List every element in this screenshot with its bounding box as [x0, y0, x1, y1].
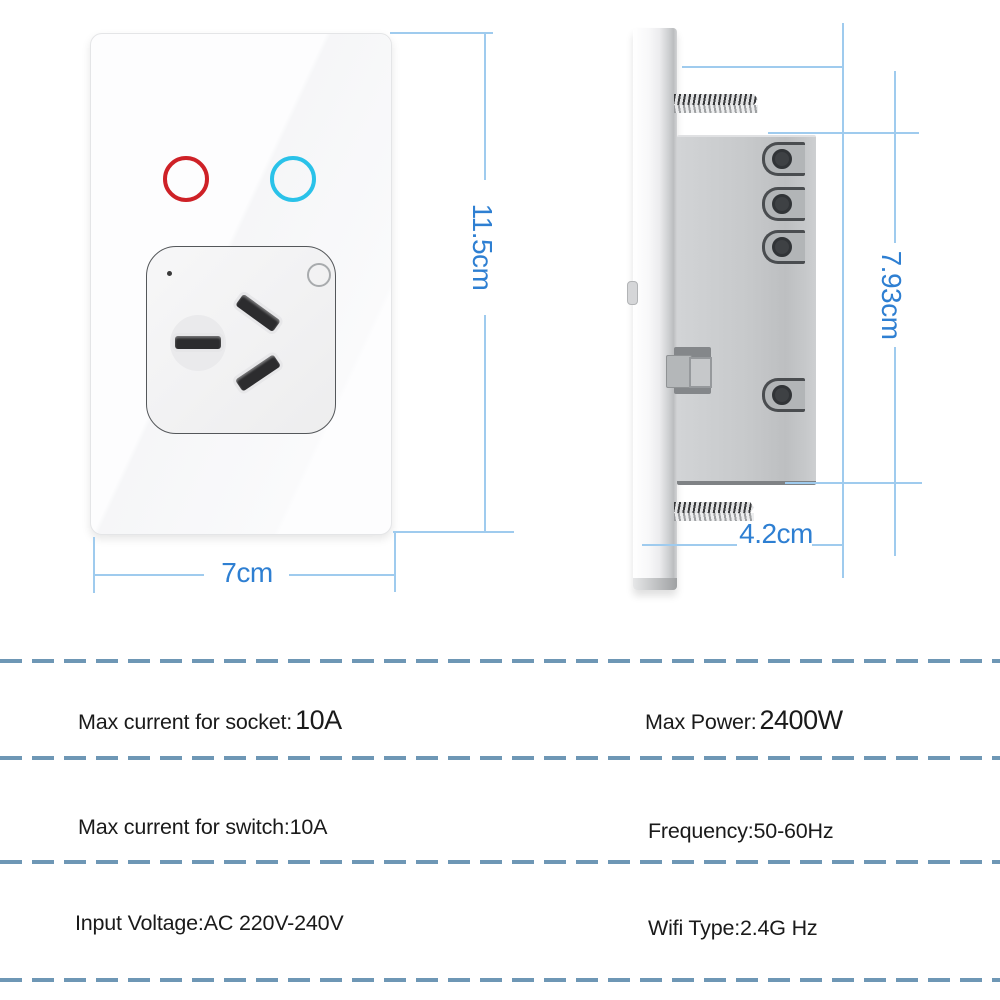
screw-thread-light	[674, 513, 754, 521]
side-plate-button-bump	[627, 281, 638, 305]
front-width-dim-label: 7cm	[221, 557, 273, 588]
side-depth-dim-line-right	[812, 544, 844, 546]
spec-label: Wifi Type:2.4G Hz	[648, 916, 818, 940]
front-height-bottom-ref-line	[393, 531, 514, 533]
side-height-top-ref-line	[768, 132, 919, 134]
side-height-dim-line-upper	[894, 71, 896, 243]
side-view-wall-plate	[633, 28, 677, 590]
spec-input-voltage: Input Voltage:AC 220V-240V	[75, 911, 344, 936]
terminal-hole-icon	[772, 194, 792, 214]
spec-label: Input Voltage:AC 220V-240V	[75, 911, 344, 935]
front-height-dim-line-lower	[484, 315, 486, 532]
socket-slot-left-icon	[175, 336, 221, 349]
front-view-wall-plate	[90, 33, 392, 535]
front-width-right-tick	[394, 531, 396, 592]
front-height-dim-label: 11.5cm	[467, 203, 498, 291]
spec-value: 2400W	[759, 705, 844, 735]
front-width-dim-line-left	[95, 574, 204, 576]
front-width-dim-line-right	[289, 574, 396, 576]
dashed-divider-2	[0, 756, 1000, 760]
front-height-dim-line-upper	[484, 32, 486, 180]
spec-max-current-socket: Max current for socket: 10A	[78, 705, 342, 736]
spec-max-current-switch: Max current for switch:10A	[78, 815, 328, 840]
spec-max-power: Max Power: 2400W	[645, 705, 843, 736]
touch-switch-red-icon	[163, 156, 209, 202]
spec-label: Frequency:50-60Hz	[648, 819, 834, 843]
dashed-divider-1	[0, 659, 1000, 663]
wire-terminal-2	[762, 187, 805, 221]
side-height-dim-label: 7.93cm	[876, 250, 907, 340]
socket-module	[146, 246, 336, 434]
wire-terminal-3	[762, 230, 805, 264]
terminal-hole-icon	[772, 149, 792, 169]
socket-slot-top-icon	[235, 293, 281, 333]
terminal-hole-icon	[772, 385, 792, 405]
side-plate-bottom-edge	[633, 578, 677, 590]
reset-button-icon	[307, 263, 331, 287]
side-depth-dim-label: 4.2cm	[739, 518, 813, 549]
wire-terminal-4	[762, 378, 805, 412]
screw-thread-dark	[674, 94, 758, 105]
terminal-hole-icon	[772, 237, 792, 257]
wire-terminal-1	[762, 142, 805, 176]
mounting-screw-bottom-icon	[674, 502, 754, 521]
spec-wifi-type: Wifi Type:2.4G Hz	[648, 916, 818, 941]
mounting-clip-inner	[689, 357, 712, 388]
side-top-leader-line	[682, 66, 844, 68]
side-depth-dim-line-left	[642, 544, 737, 546]
mounting-clip-tab	[666, 355, 692, 388]
front-height-top-ref-line	[390, 32, 493, 34]
spec-label: Max Power:	[645, 710, 757, 734]
led-indicator-icon	[167, 271, 172, 276]
mounting-screw-top-icon	[674, 94, 758, 113]
front-width-left-tick	[93, 537, 95, 593]
spec-label: Max current for socket:	[78, 710, 293, 734]
spec-frequency: Frequency:50-60Hz	[648, 819, 834, 844]
screw-thread-light	[674, 105, 758, 113]
spec-label: Max current for switch:10A	[78, 815, 328, 839]
side-height-bottom-ref-line	[785, 482, 922, 484]
screw-thread-dark	[674, 502, 754, 513]
dashed-divider-4	[0, 978, 1000, 982]
spec-value: 10A	[295, 705, 342, 735]
socket-slot-bottom-icon	[235, 354, 281, 392]
touch-switch-cyan-icon	[270, 156, 316, 202]
side-back-edge-ref-line	[842, 23, 844, 578]
side-height-dim-line-lower	[894, 347, 896, 556]
dashed-divider-3	[0, 860, 1000, 864]
